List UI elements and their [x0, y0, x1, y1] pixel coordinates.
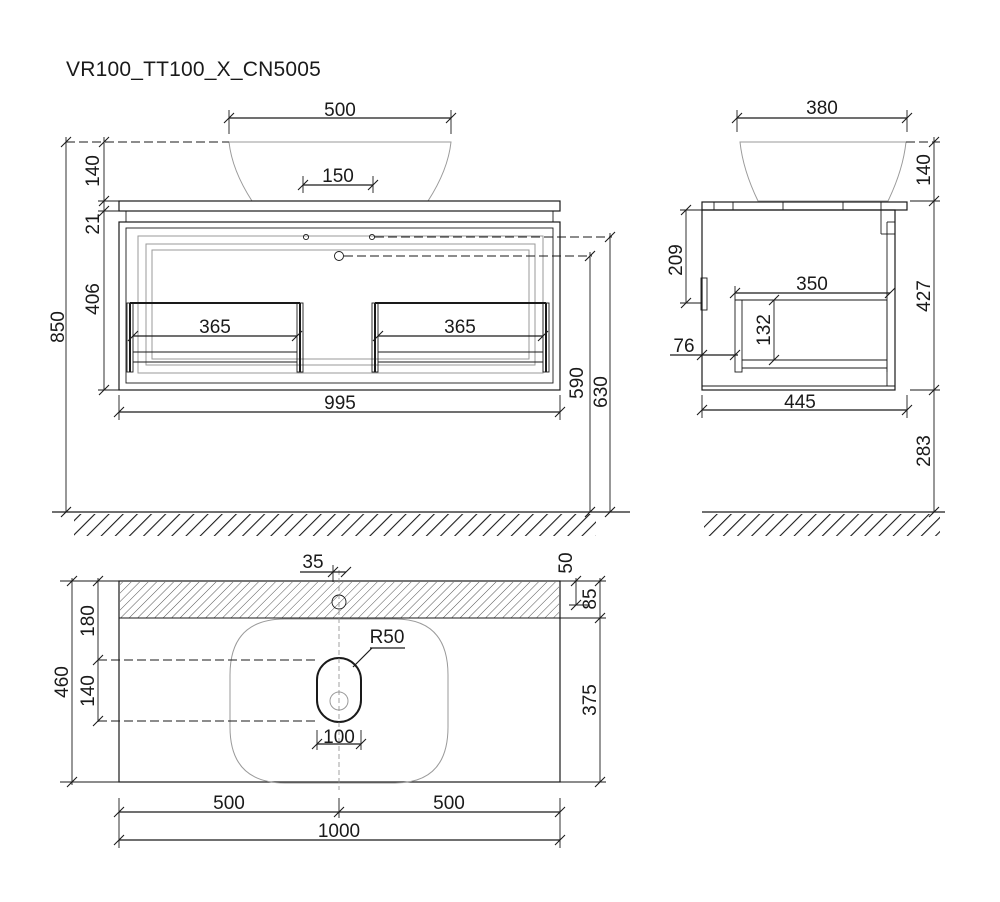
side-floor-hatch [704, 514, 940, 536]
front-countertop [118, 200, 561, 212]
dim-top-hole-from-back: 50 [556, 552, 577, 573]
side-view: 380 350 132 [666, 98, 945, 536]
top-basin-outline [229, 618, 449, 784]
front-floor-hatch [74, 514, 596, 536]
dim-cabinet-height: 406 [83, 283, 104, 315]
dim-basin-height: 140 [83, 155, 104, 187]
dim-side-basin-depth: 380 [806, 98, 838, 119]
dim-top-hatched-depth: 85 [580, 588, 601, 609]
top-countertop [118, 580, 561, 783]
side-basin-outline [739, 141, 907, 202]
dim-side-cabinet-height: 427 [914, 280, 935, 312]
dim-side-handle-offset: 76 [673, 336, 694, 357]
dim-side-drawer-front: 209 [666, 244, 687, 276]
dim-drawer-left-width: 365 [199, 317, 231, 338]
dim-side-cabinet-depth: 445 [784, 392, 816, 413]
drawing-title: VR100_TT100_X_CN5005 [66, 58, 321, 81]
dim-drawer-right-width: 365 [444, 317, 476, 338]
dim-cabinet-width: 995 [324, 393, 356, 414]
top-view: 35 50 85 375 460 180 140 R50 [52, 552, 606, 848]
dim-top-left-half: 500 [213, 793, 245, 814]
top-hatched-zone [120, 582, 559, 618]
front-cabinet [118, 221, 561, 391]
dim-tap-hole-spacing: 150 [322, 166, 354, 187]
dim-total-height: 850 [48, 311, 69, 343]
dim-top-total-depth: 460 [52, 666, 73, 698]
dim-top-front-depth: 375 [580, 684, 601, 716]
side-cabinet [701, 209, 896, 391]
dim-drain-height: 590 [567, 367, 588, 399]
dim-top-right-half: 500 [433, 793, 465, 814]
dim-countertop-thickness: 21 [83, 213, 104, 234]
dim-top-corner-radius: R50 [370, 627, 405, 648]
dim-top-basin-center: 180 [78, 605, 99, 637]
dim-top-slot-length: 140 [78, 675, 99, 707]
dim-side-drawer-height: 132 [754, 314, 775, 346]
dim-top-total-width: 1000 [318, 821, 360, 842]
front-drawer-left: 365 [126, 302, 304, 373]
front-view: 500 150 [48, 100, 630, 536]
dim-side-basin-height: 140 [914, 154, 935, 186]
side-drawer [734, 299, 888, 373]
dim-top-hole-offset: 35 [302, 552, 323, 573]
dim-side-floor-clearance: 283 [914, 435, 935, 467]
dim-top-slot-width: 100 [323, 727, 355, 748]
front-drawer-right: 365 [371, 302, 550, 373]
dim-side-drawer-depth: 350 [796, 274, 828, 295]
dim-basin-width: 500 [324, 100, 356, 121]
dim-hole-height: 630 [591, 376, 612, 408]
